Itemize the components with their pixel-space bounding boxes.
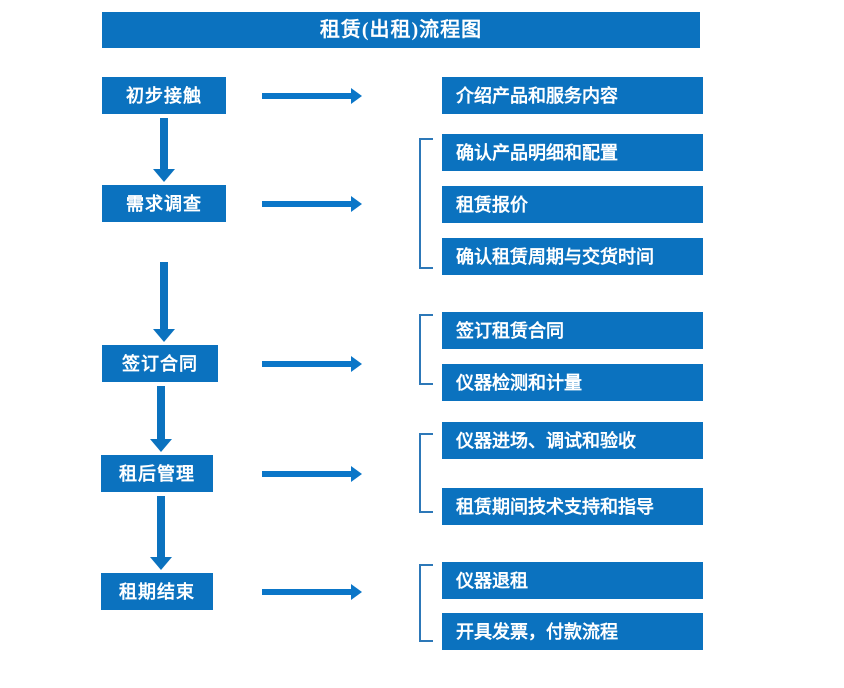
detail-box-technical-support[interactable]: 租赁期间技术支持和指导 [442,488,703,525]
detail-label: 开具发票，付款流程 [456,621,618,642]
detail-box-instrument-onsite-commissioning[interactable]: 仪器进场、调试和验收 [442,422,703,459]
arrow-down-postrental-to-end [150,496,172,570]
group-bracket-sign-contract [419,314,433,385]
arrow-head-down-icon [153,169,175,182]
arrow-head-right-icon [351,584,362,600]
arrow-shaft [262,471,351,477]
arrow-head-down-icon [153,329,175,342]
stage-box-rental-end[interactable]: 租期结束 [101,573,213,610]
arrow-right-post-rental-management [262,466,362,482]
arrow-head-right-icon [351,88,362,104]
stage-label: 初步接触 [126,85,202,106]
detail-box-confirm-product-spec[interactable]: 确认产品明细和配置 [442,134,703,171]
group-bracket-rental-end [419,564,433,642]
detail-label: 仪器退租 [456,570,528,591]
detail-box-instrument-inspection[interactable]: 仪器检测和计量 [442,364,703,401]
arrow-shaft [262,589,351,595]
stage-box-post-rental-management[interactable]: 租后管理 [101,455,213,492]
stage-box-demand-survey[interactable]: 需求调查 [102,185,226,222]
stage-label: 租期结束 [119,581,195,602]
group-bracket-demand-survey [419,138,433,269]
arrow-head-down-icon [150,439,172,452]
stage-label: 需求调查 [126,193,202,214]
arrow-shaft [160,118,168,169]
detail-label: 确认产品明细和配置 [456,142,618,163]
detail-label: 仪器检测和计量 [456,372,582,393]
arrow-down-initial-to-demand [153,118,175,182]
arrow-head-right-icon [351,196,362,212]
arrow-shaft [262,201,351,207]
detail-label: 确认租赁周期与交货时间 [456,246,654,267]
detail-label: 租赁期间技术支持和指导 [456,496,654,517]
detail-box-invoice-payment[interactable]: 开具发票，付款流程 [442,613,703,650]
arrow-shaft [157,386,165,439]
arrow-shaft [262,93,351,99]
arrow-down-contract-to-postrental [150,386,172,452]
detail-box-confirm-period-delivery[interactable]: 确认租赁周期与交货时间 [442,238,703,275]
arrow-shaft [262,361,351,367]
stage-label: 签订合同 [122,353,198,374]
arrow-down-demand-to-contract [153,262,175,342]
arrow-head-right-icon [351,466,362,482]
stage-box-initial-contact[interactable]: 初步接触 [102,77,226,114]
arrow-right-initial-contact [262,88,362,104]
detail-label: 租赁报价 [456,194,528,215]
arrow-head-down-icon [150,557,172,570]
diagram-title: 租赁(出租)流程图 [319,19,483,41]
arrow-shaft [160,262,168,329]
diagram-title-bar: 租赁(出租)流程图 [102,12,700,48]
detail-box-sign-rental-contract[interactable]: 签订租赁合同 [442,312,703,349]
arrow-right-sign-contract [262,356,362,372]
detail-label: 仪器进场、调试和验收 [456,430,636,451]
stage-box-sign-contract[interactable]: 签订合同 [102,345,218,382]
detail-label: 介绍产品和服务内容 [456,85,618,106]
arrow-right-rental-end [262,584,362,600]
arrow-right-demand-survey [262,196,362,212]
detail-label: 签订租赁合同 [456,320,564,341]
arrow-head-right-icon [351,356,362,372]
stage-label: 租后管理 [119,463,195,484]
arrow-shaft [157,496,165,557]
group-bracket-post-rental-management [419,433,433,513]
detail-box-instrument-return[interactable]: 仪器退租 [442,562,703,599]
detail-box-introduce-products[interactable]: 介绍产品和服务内容 [442,77,703,114]
detail-box-rental-quotation[interactable]: 租赁报价 [442,186,703,223]
